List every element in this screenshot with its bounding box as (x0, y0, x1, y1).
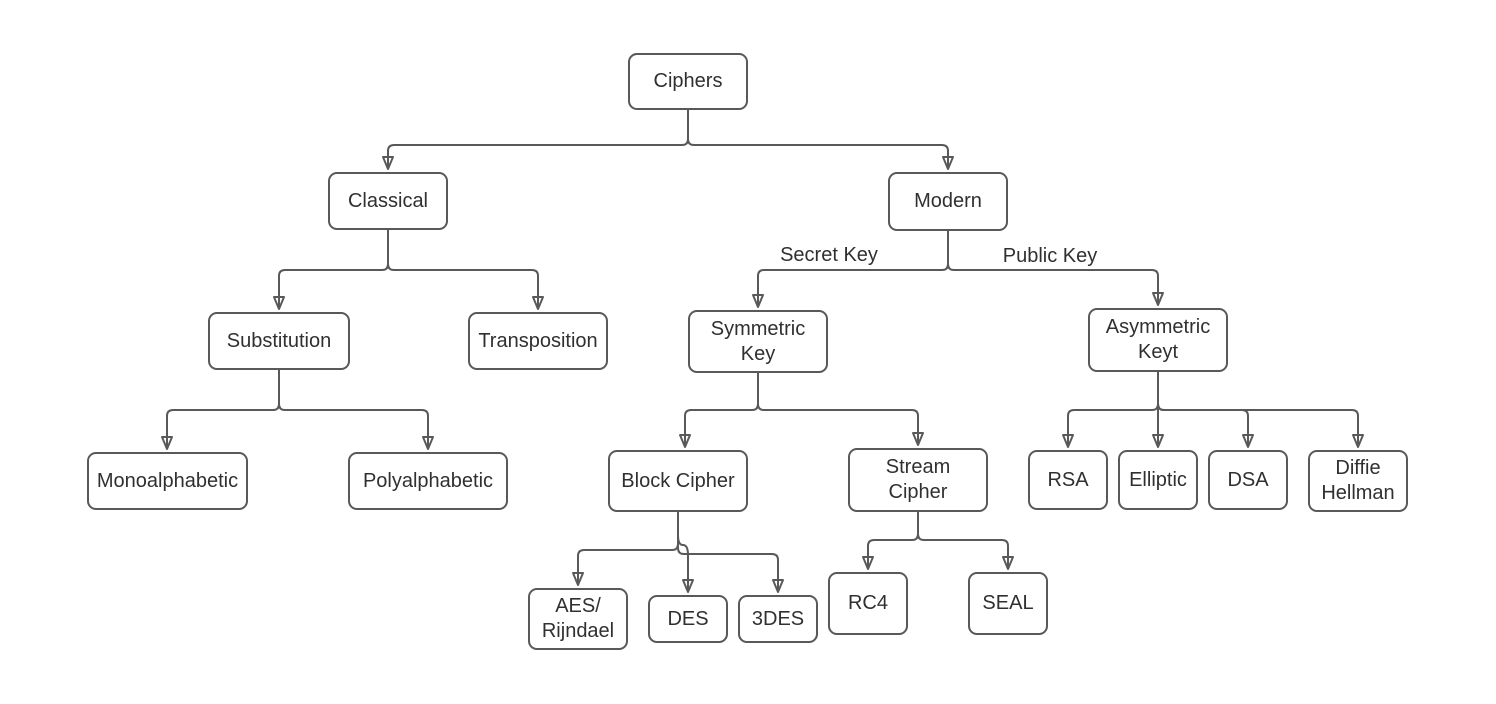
edge-block-aes (572, 512, 679, 586)
node-label: Elliptic (1129, 468, 1187, 491)
node-label: Key (740, 342, 776, 365)
node-des: DES (648, 595, 728, 643)
node-label: Modern (914, 190, 982, 212)
node-substitution: Substitution (208, 312, 350, 370)
edge-asymmetric-diffie-hellman (1157, 372, 1364, 448)
node-seal: SEAL (968, 572, 1048, 635)
node-label: Transposition (478, 329, 598, 352)
node-label: Stream (885, 456, 951, 478)
node-label: Polyalphabetic (362, 469, 494, 492)
edge-symmetric-stream-cipher (757, 373, 924, 446)
node-label: DSA (1227, 468, 1269, 491)
node-label: Symmetric (710, 317, 806, 340)
edge-substitution-polyalphabetic (278, 370, 434, 450)
node-aes-rijndael: AES/ Rijndael (528, 588, 628, 650)
node-label: 3DES (751, 607, 805, 630)
node-label: Asymmetric (1105, 316, 1211, 338)
edge-asymmetric-dsa (1157, 372, 1254, 448)
node-label: Substitution (226, 329, 332, 352)
node-label: Ciphers (653, 70, 723, 92)
node-transposition: Transposition (468, 312, 608, 370)
node-rsa: RSA (1028, 450, 1108, 510)
node-label: Hellman (1321, 482, 1395, 504)
edge-ciphers-classical (382, 110, 689, 170)
node-rc4: RC4 (828, 572, 908, 635)
node-monoalphabetic: Monoalphabetic (87, 452, 248, 510)
node-label: AES/ (555, 595, 601, 617)
edge-asymmetric-rsa (1062, 372, 1159, 448)
edge-classical-substitution (273, 230, 389, 310)
node-label: Cipher (888, 481, 948, 503)
edge-label-public-key: Public Key (988, 244, 1112, 268)
edge-modern-asymmetric-key (947, 231, 1164, 306)
node-label: SEAL (982, 592, 1034, 614)
node-classical: Classical (328, 172, 448, 230)
node-elliptic: Elliptic (1118, 450, 1198, 510)
node-modern: Modern (888, 172, 1008, 231)
node-label: Classical (347, 189, 429, 212)
edge-stream-rc4 (862, 512, 919, 570)
node-label: RC4 (847, 592, 888, 614)
edge-symmetric-block-cipher (679, 373, 759, 448)
node-ciphers: Ciphers (628, 53, 748, 110)
edge-stream-seal (917, 512, 1014, 570)
node-label: RSA (1047, 468, 1089, 491)
node-label: Monoalphabetic (96, 469, 239, 492)
edge-classical-transposition (387, 230, 544, 310)
node-label: Diffie (1335, 457, 1381, 479)
node-stream-cipher: Stream Cipher (848, 448, 988, 512)
edge-substitution-monoalphabetic (161, 370, 280, 450)
edge-block-3des (677, 512, 784, 593)
edge-ciphers-modern (687, 110, 954, 170)
node-3des: 3DES (738, 595, 818, 643)
node-asymmetric-key: Asymmetric Keyt (1088, 308, 1228, 372)
node-block-cipher: Block Cipher (608, 450, 748, 512)
edge-label-secret-key: Secret Key (769, 243, 889, 267)
node-diffie-hellman: Diffie Hellman (1308, 450, 1408, 512)
node-dsa: DSA (1208, 450, 1288, 510)
node-symmetric-key: Symmetric Key (688, 310, 828, 373)
node-label: Rijndael (541, 620, 615, 642)
node-label: DES (667, 607, 709, 630)
node-polyalphabetic: Polyalphabetic (348, 452, 508, 510)
node-label: Keyt (1137, 341, 1179, 363)
node-label: Block Cipher (621, 469, 735, 492)
